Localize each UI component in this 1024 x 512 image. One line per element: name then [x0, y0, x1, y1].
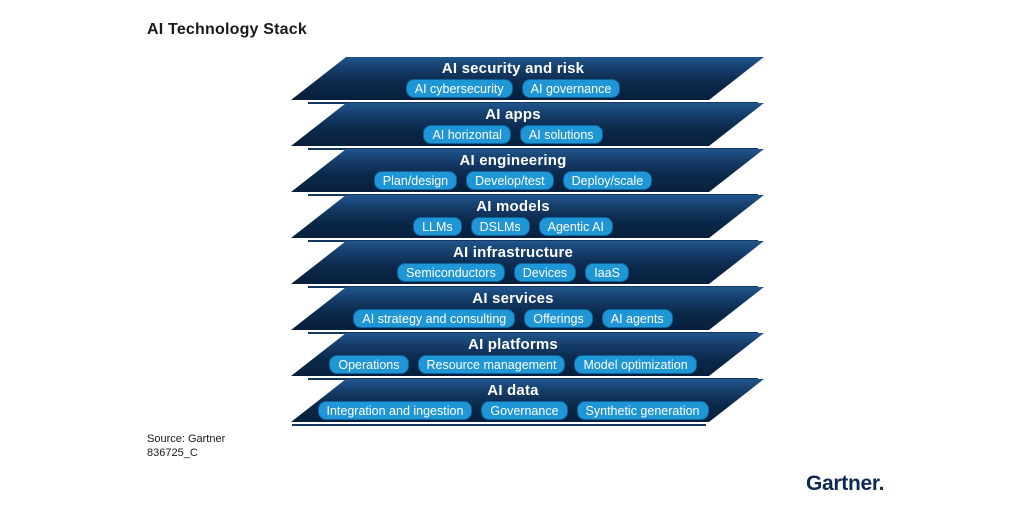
- chip: Resource management: [417, 355, 566, 374]
- chip: IaaS: [585, 263, 629, 282]
- stack-layer: AI apps AI horizontal AI solutions: [0, 103, 1024, 150]
- chip: AI solutions: [519, 125, 603, 144]
- chip: AI cybersecurity: [405, 79, 513, 98]
- chip-row: AI strategy and consulting Offerings AI ag…: [353, 309, 673, 328]
- chip: Deploy/scale: [562, 171, 653, 190]
- chip-row: AI horizontal AI solutions: [423, 125, 603, 144]
- chip-row: Operations Resource management Model optim…: [329, 355, 697, 374]
- layer-title: AI models: [476, 198, 550, 215]
- layer-edge-line: [292, 423, 706, 426]
- chip: Synthetic generation: [576, 401, 709, 420]
- chip: Model optimization: [574, 355, 697, 374]
- chip: Agentic AI: [538, 217, 613, 236]
- chip: Develop/test: [466, 171, 554, 190]
- layer-title: AI platforms: [468, 336, 558, 353]
- layer-title: AI data: [487, 382, 539, 399]
- layer-edge-line: [308, 193, 758, 196]
- source-id: 836725_C: [147, 446, 198, 459]
- chip: LLMs: [413, 217, 462, 236]
- layer-title: AI apps: [485, 106, 541, 123]
- layer-edge-line: [308, 285, 758, 288]
- layer-content: AI apps AI horizontal AI solutions: [303, 103, 723, 146]
- layer-edge-line: [308, 331, 758, 334]
- chip: AI governance: [521, 79, 621, 98]
- chip: AI horizontal: [423, 125, 511, 144]
- layer-edge-line: [308, 377, 758, 380]
- layer-content: AI services AI strategy and consulting Off…: [303, 287, 723, 330]
- chip: Integration and ingestion: [317, 401, 473, 420]
- page-title: AI Technology Stack: [147, 21, 307, 38]
- chip: Operations: [329, 355, 409, 374]
- layer-content: AI security and risk AI cybersecurity AI g…: [303, 57, 723, 100]
- layer-edge-line: [308, 101, 758, 104]
- chip-row: Plan/design Develop/test Deploy/scale: [373, 171, 653, 190]
- chip-row: AI cybersecurity AI governance: [405, 79, 621, 98]
- layer-title: AI engineering: [459, 152, 567, 169]
- chip: Plan/design: [373, 171, 458, 190]
- layer-edge-line: [308, 239, 758, 242]
- chip: Devices: [513, 263, 577, 282]
- chip-row: Semiconductors Devices IaaS: [397, 263, 629, 282]
- chip-row: LLMs DSLMs Agentic AI: [413, 217, 613, 236]
- layer-title: AI security and risk: [441, 60, 585, 77]
- layer-edge-line: [308, 147, 758, 150]
- chip: DSLMs: [470, 217, 530, 236]
- chip: AI strategy and consulting: [353, 309, 516, 328]
- chip: Offerings: [524, 309, 593, 328]
- stack-layer: AI services AI strategy and consulting Off…: [0, 287, 1024, 334]
- source-note: Source: Gartner 836725_C: [147, 433, 225, 460]
- source-line: Source: Gartner: [147, 433, 226, 445]
- gartner-logo: Gartner.: [806, 472, 885, 495]
- layer-title: AI infrastructure: [452, 244, 574, 261]
- chip-row: Integration and ingestion Governance Synth…: [317, 401, 709, 420]
- chip: Semiconductors: [397, 263, 505, 282]
- chip: Governance: [481, 401, 568, 420]
- layer-title: AI services: [472, 290, 554, 307]
- stack-layer: AI security and risk AI cybersecurity AI g…: [0, 57, 1024, 104]
- chip: AI agents: [601, 309, 673, 328]
